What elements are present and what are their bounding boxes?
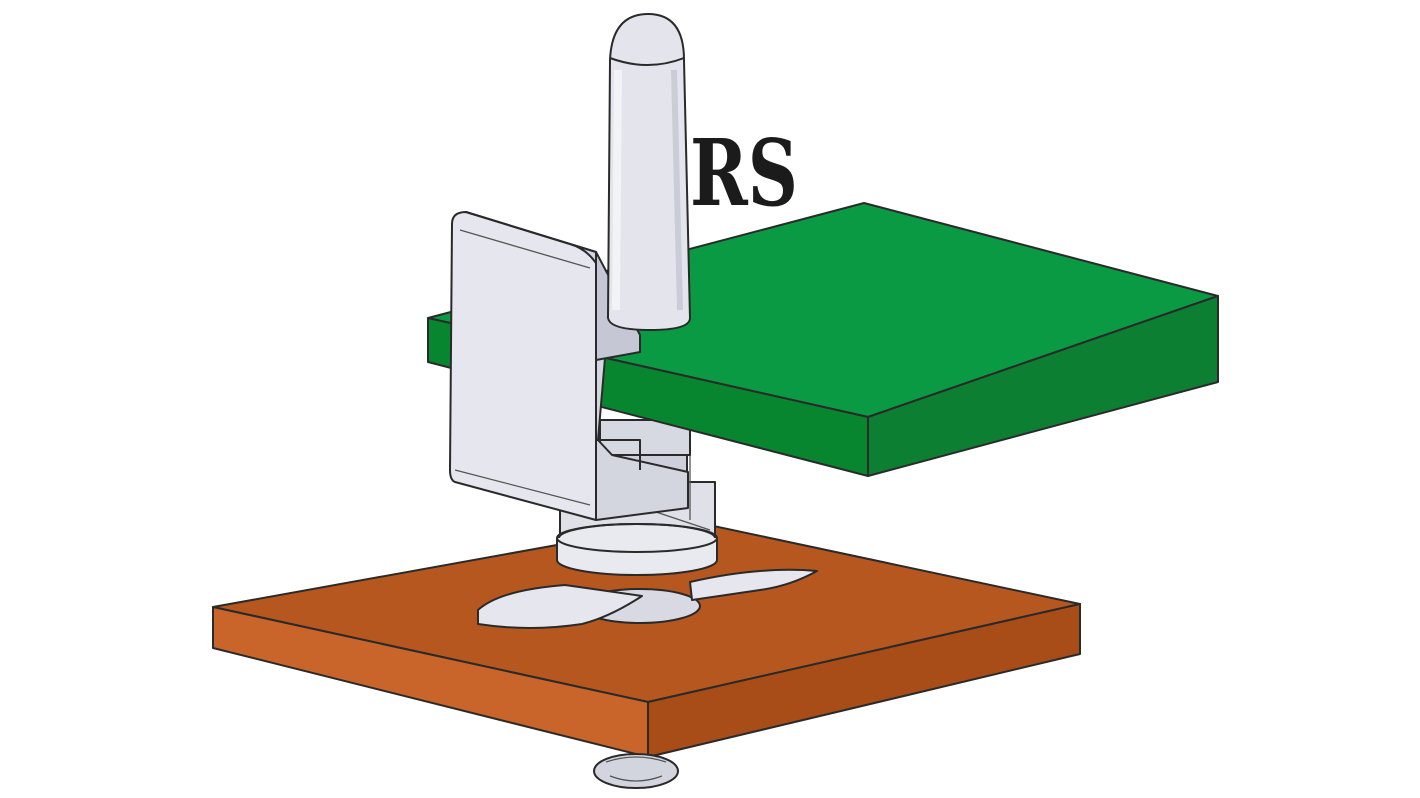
locating-post-body bbox=[607, 13, 691, 331]
locating-post-tip bbox=[609, 57, 685, 66]
snap-clip bbox=[449, 211, 689, 521]
base-feet bbox=[477, 568, 818, 629]
rs-logo-text: RS bbox=[690, 119, 798, 227]
rs-logo: RS bbox=[690, 119, 798, 227]
base-foot-left bbox=[477, 584, 643, 629]
chassis-plate-right-edge bbox=[647, 603, 1081, 758]
support-column bbox=[556, 419, 718, 576]
base-foot-right bbox=[689, 568, 818, 601]
locating-post bbox=[607, 13, 691, 331]
bottom-snap-lock bbox=[593, 753, 679, 789]
pcb-board-right-edge bbox=[867, 295, 1219, 477]
